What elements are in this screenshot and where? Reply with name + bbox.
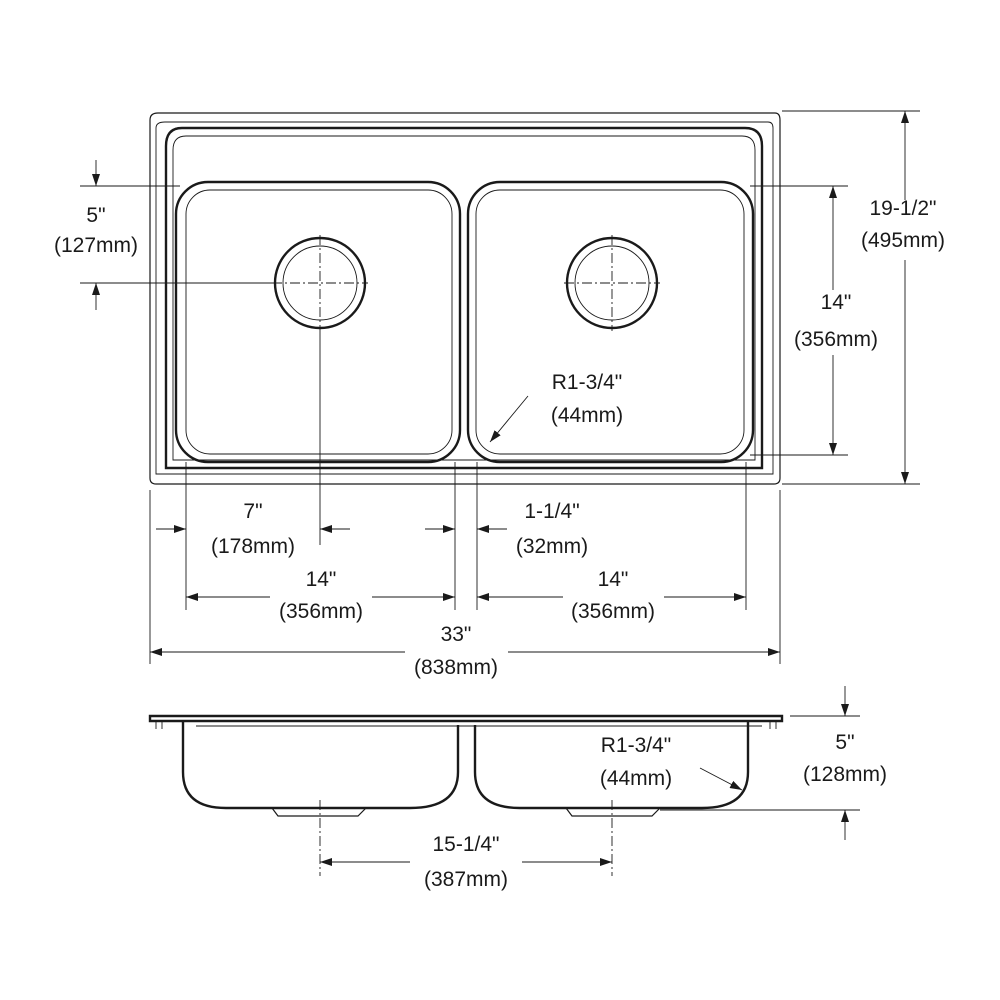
plan-view: 5" (127mm) 19-1/2" (495mm) 14" (356mm) R… bbox=[54, 110, 945, 679]
corner-radius-plan-in: R1-3/4" bbox=[552, 371, 623, 394]
drain-offset-mm: (127mm) bbox=[54, 234, 138, 257]
left-bowl-inner bbox=[185, 189, 453, 455]
sink-rim-outer bbox=[149, 112, 781, 485]
drain-spacing-in: 15-1/4" bbox=[433, 833, 500, 856]
section-left-drain bbox=[271, 807, 367, 817]
overall-depth-mm: (495mm) bbox=[861, 229, 945, 252]
right-bowl-width-mm: (356mm) bbox=[571, 600, 655, 623]
left-bowl bbox=[174, 180, 462, 464]
bowl-depth-section-in: 5" bbox=[835, 731, 854, 754]
overall-width-in: 33" bbox=[441, 623, 472, 646]
right-bowl-width-in: 14" bbox=[598, 568, 629, 591]
section-rim-clip-right bbox=[769, 721, 777, 729]
section-right-drain bbox=[565, 807, 661, 817]
divider-width-in: 1-1/4" bbox=[524, 500, 579, 523]
bowl-depth-section-mm: (128mm) bbox=[803, 763, 887, 786]
sink-deck bbox=[164, 126, 764, 470]
drain-spacing-mm: (387mm) bbox=[424, 868, 508, 891]
corner-radius-section-mm: (44mm) bbox=[600, 767, 672, 790]
left-bowl-width-in: 14" bbox=[306, 568, 337, 591]
bowl-depth-plan-mm: (356mm) bbox=[794, 328, 878, 351]
section-view: 15-1/4" (387mm) R1-3/4" (44mm) 5" (128mm… bbox=[148, 686, 887, 891]
left-bowl-outer bbox=[174, 180, 462, 464]
sink-rim-inner-edge bbox=[155, 121, 774, 475]
sink-deck-inner bbox=[172, 135, 756, 461]
overall-depth-in: 19-1/2" bbox=[870, 197, 937, 220]
overall-width-mm: (838mm) bbox=[414, 656, 498, 679]
left-bowl-width-mm: (356mm) bbox=[279, 600, 363, 623]
drain-from-edge-in: 7" bbox=[243, 500, 262, 523]
section-rim-flange bbox=[148, 714, 784, 723]
right-bowl-inner bbox=[475, 189, 745, 455]
drain-from-edge-mm: (178mm) bbox=[211, 535, 295, 558]
section-right-bowl bbox=[473, 721, 750, 810]
corner-radius-section-in: R1-3/4" bbox=[601, 734, 672, 757]
drain-offset-in: 5" bbox=[86, 204, 105, 227]
bowl-depth-plan-in: 14" bbox=[821, 291, 852, 314]
corner-radius-plan-mm: (44mm) bbox=[551, 404, 623, 427]
section-rim-clip-left bbox=[155, 721, 163, 729]
section-left-bowl bbox=[181, 721, 460, 810]
divider-width-mm: (32mm) bbox=[516, 535, 588, 558]
radius-leader bbox=[699, 767, 743, 791]
radius-leader bbox=[489, 395, 529, 443]
right-bowl-outer bbox=[466, 180, 755, 464]
